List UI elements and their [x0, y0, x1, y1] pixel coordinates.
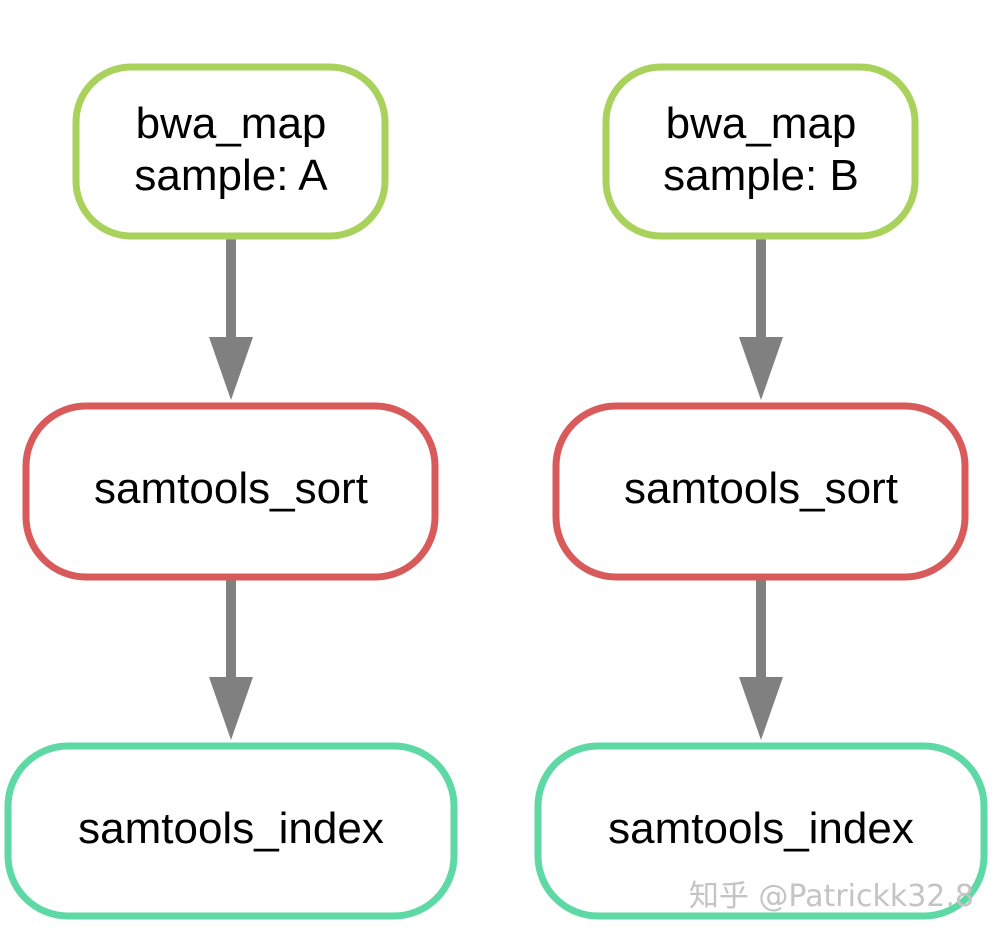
node-label: samtools_index	[608, 804, 914, 853]
node-bwa-map-b[interactable]: bwa_map sample: B	[602, 63, 919, 240]
node-label-line2: sample: A	[134, 151, 328, 200]
node-box	[72, 63, 389, 240]
node-box	[22, 402, 439, 581]
node-samtools-index-b[interactable]: samtools_index	[534, 742, 988, 920]
node-box	[552, 402, 969, 581]
edge-bwa-map-to-samtools-sort-b	[739, 238, 783, 400]
node-box	[4, 742, 458, 920]
node-label-line1: bwa_map	[666, 99, 857, 148]
node-label-line1: bwa_map	[136, 99, 327, 148]
pipeline-a: bwa_map sample: A samtools_sort samtools…	[4, 63, 458, 920]
node-box	[534, 742, 988, 920]
arrowhead-icon	[209, 677, 253, 740]
node-samtools-sort-a[interactable]: samtools_sort	[22, 402, 439, 581]
node-box	[602, 63, 919, 240]
node-samtools-sort-b[interactable]: samtools_sort	[552, 402, 969, 581]
node-label-line2: sample: B	[663, 151, 859, 200]
node-bwa-map-a[interactable]: bwa_map sample: A	[72, 63, 389, 240]
edge-samtools-sort-to-samtools-index-a	[209, 578, 253, 740]
node-samtools-index-a[interactable]: samtools_index	[4, 742, 458, 920]
node-label: samtools_sort	[94, 464, 368, 513]
edge-samtools-sort-to-samtools-index-b	[739, 578, 783, 740]
arrowhead-icon	[739, 337, 783, 400]
node-label: samtools_sort	[624, 464, 898, 513]
watermark-text: 知乎 @Patrickk32.8	[689, 879, 974, 914]
arrowhead-icon	[739, 677, 783, 740]
arrowhead-icon	[209, 337, 253, 400]
node-label: samtools_index	[78, 804, 384, 853]
edge-bwa-map-to-samtools-sort-a	[209, 238, 253, 400]
pipeline-b: bwa_map sample: B samtools_sort samtools…	[534, 63, 988, 920]
